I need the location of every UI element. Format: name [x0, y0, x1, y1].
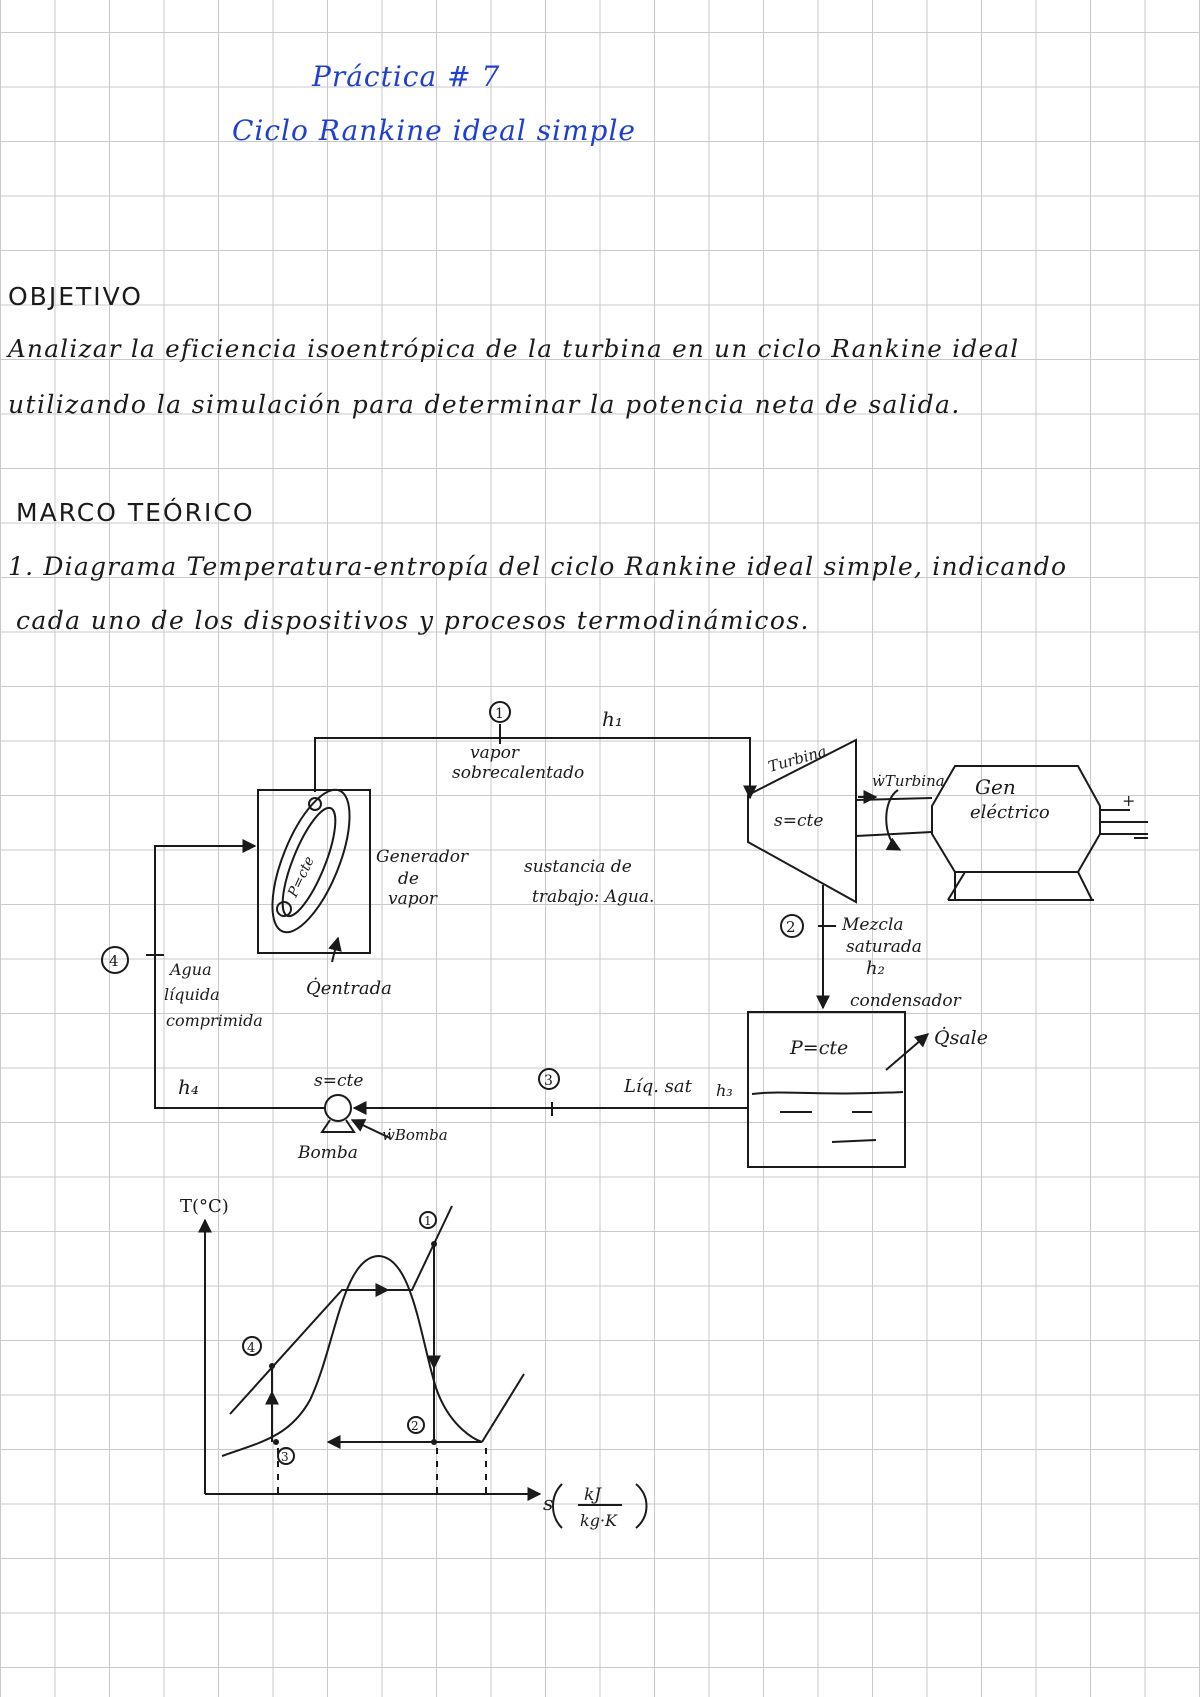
w-turbina-label: ẇTurbina — [872, 772, 945, 790]
boiler-box — [257, 789, 371, 954]
page-title: Práctica # 7 — [312, 60, 501, 93]
ts-p1-number: 1 — [424, 1214, 432, 1228]
turbine-shape — [747, 738, 857, 904]
vapor-label-2: sobrecalentado — [452, 763, 584, 783]
pump-circle — [324, 1094, 352, 1122]
generator-foot-left — [947, 871, 966, 901]
state4-number: 4 — [109, 952, 119, 970]
q-sale-arrow — [885, 1033, 930, 1071]
condensador-label: condensador — [850, 991, 962, 1011]
schematic-labels: 1 h₁ vapor sobrecalentado Turbina s=cte … — [109, 706, 1135, 1163]
agua-label-2: líquida — [164, 985, 220, 1004]
ts-p4-number: 4 — [247, 1341, 255, 1356]
ts-x-unit-num: kJ — [584, 1485, 602, 1505]
pipe-pump-to-boiler — [154, 839, 325, 1109]
ts-dot-3 — [273, 1439, 279, 1445]
p-cte-boiler-label: P=cte — [285, 854, 318, 901]
w-bomba-arrow — [350, 1119, 391, 1139]
w-bomba-label: ẇBomba — [382, 1126, 448, 1144]
ts-p3-circle — [277, 1447, 295, 1465]
q-sale-label: Q̇sale — [934, 1027, 988, 1049]
objetivo-line-1: Analizar la eficiencia isoentrópica de l… — [8, 334, 1020, 363]
objetivo-line-2: utilizando la simulación para determinar… — [8, 390, 961, 419]
generador-label-2: de — [398, 869, 419, 889]
x-unit-left-paren — [552, 1483, 563, 1529]
generador-label-3: vapor — [388, 889, 438, 909]
page-subtitle: Ciclo Rankine ideal simple — [232, 114, 636, 147]
marco-heading: MARCO TEÓRICO — [16, 498, 255, 527]
ts-labels: T(°C) 1 2 3 4 s kJ kg·K — [180, 1196, 618, 1530]
liq-sat-label: Líq. sat — [623, 1076, 693, 1097]
objetivo-heading: OBJETIVO — [8, 282, 143, 311]
state3-number: 3 — [544, 1073, 553, 1089]
generador-label-1: Generador — [376, 847, 469, 867]
ts-dots — [269, 1241, 437, 1445]
state1-number: 1 — [495, 706, 504, 722]
vapor-label-1: vapor — [470, 743, 520, 763]
ts-x-unit-den: kg·K — [580, 1511, 618, 1530]
turbine-shaft-bottom — [855, 831, 933, 837]
ts-p2-circle — [407, 1416, 425, 1434]
condenser-wave-3 — [831, 1139, 877, 1143]
s-cte-bomba-label: s=cte — [314, 1071, 363, 1091]
agua-label-1: Agua — [168, 960, 212, 979]
s-cte-turbina-label: s=cte — [774, 811, 823, 831]
x-unit-right-paren — [635, 1483, 648, 1529]
agua-label-3: comprimida — [166, 1011, 263, 1030]
boiler-loop-outer — [271, 788, 351, 934]
pipe-boiler-to-turbine — [314, 737, 757, 800]
h3-label: h₃ — [716, 1081, 733, 1100]
condenser-box — [747, 1011, 906, 1168]
isobar-high — [229, 1205, 453, 1415]
ts-ylabel: T(°C) — [180, 1196, 229, 1217]
sustancia-label-1: sustancia de — [524, 857, 632, 877]
state2-number: 2 — [786, 918, 796, 936]
q-entrada-arrow — [328, 936, 342, 963]
state1-circle — [489, 701, 511, 723]
ts-p1-circle — [419, 1211, 437, 1229]
boiler-node-top — [308, 797, 322, 811]
isobar-low — [481, 1373, 525, 1443]
bomba-label: Bomba — [297, 1143, 358, 1163]
state2-circle — [780, 914, 804, 938]
ts-xlabel-s: s — [543, 1491, 553, 1515]
marco-line-2: cada uno de los dispositivos y procesos … — [16, 606, 810, 635]
q-entrada-label: Q̇entrada — [306, 977, 392, 999]
gen-label-1: Gen — [975, 775, 1016, 799]
ts-dot-4 — [269, 1363, 275, 1369]
p-cte-cond-label: P=cte — [789, 1037, 848, 1059]
ts-p4-circle — [242, 1336, 262, 1356]
rankine-schematic — [101, 701, 1148, 1168]
ts-diagram — [198, 1205, 648, 1529]
ts-dot-2 — [431, 1439, 437, 1445]
shaft-rotation-arc — [885, 789, 902, 851]
saturation-dome — [221, 1254, 483, 1457]
turbine-shaft-top — [855, 797, 933, 801]
marco-line-1: 1. Diagrama Temperatura-entropía del cic… — [8, 552, 1068, 581]
plus-label: + — [1122, 791, 1135, 810]
generator-base-right — [1077, 871, 1093, 901]
condenser-water-line — [751, 1091, 904, 1095]
mezcla-label-1: Mezcla — [841, 915, 904, 935]
h1-label: h₁ — [602, 707, 623, 731]
ts-p3-number: 3 — [281, 1450, 289, 1464]
mezcla-label-2: saturada — [846, 937, 922, 957]
sustancia-label-2: trabajo: Agua. — [532, 887, 654, 907]
ts-dot-1 — [431, 1241, 437, 1247]
pump-base — [320, 1119, 356, 1133]
gen-label-2: eléctrico — [970, 802, 1050, 823]
state4-circle — [101, 946, 129, 974]
h4-label: h₄ — [178, 1075, 199, 1099]
boiler-node-bottom — [276, 901, 292, 917]
h2-label: h₂ — [866, 958, 885, 979]
state3-circle — [538, 1068, 560, 1090]
ts-p2-number: 2 — [411, 1419, 419, 1433]
